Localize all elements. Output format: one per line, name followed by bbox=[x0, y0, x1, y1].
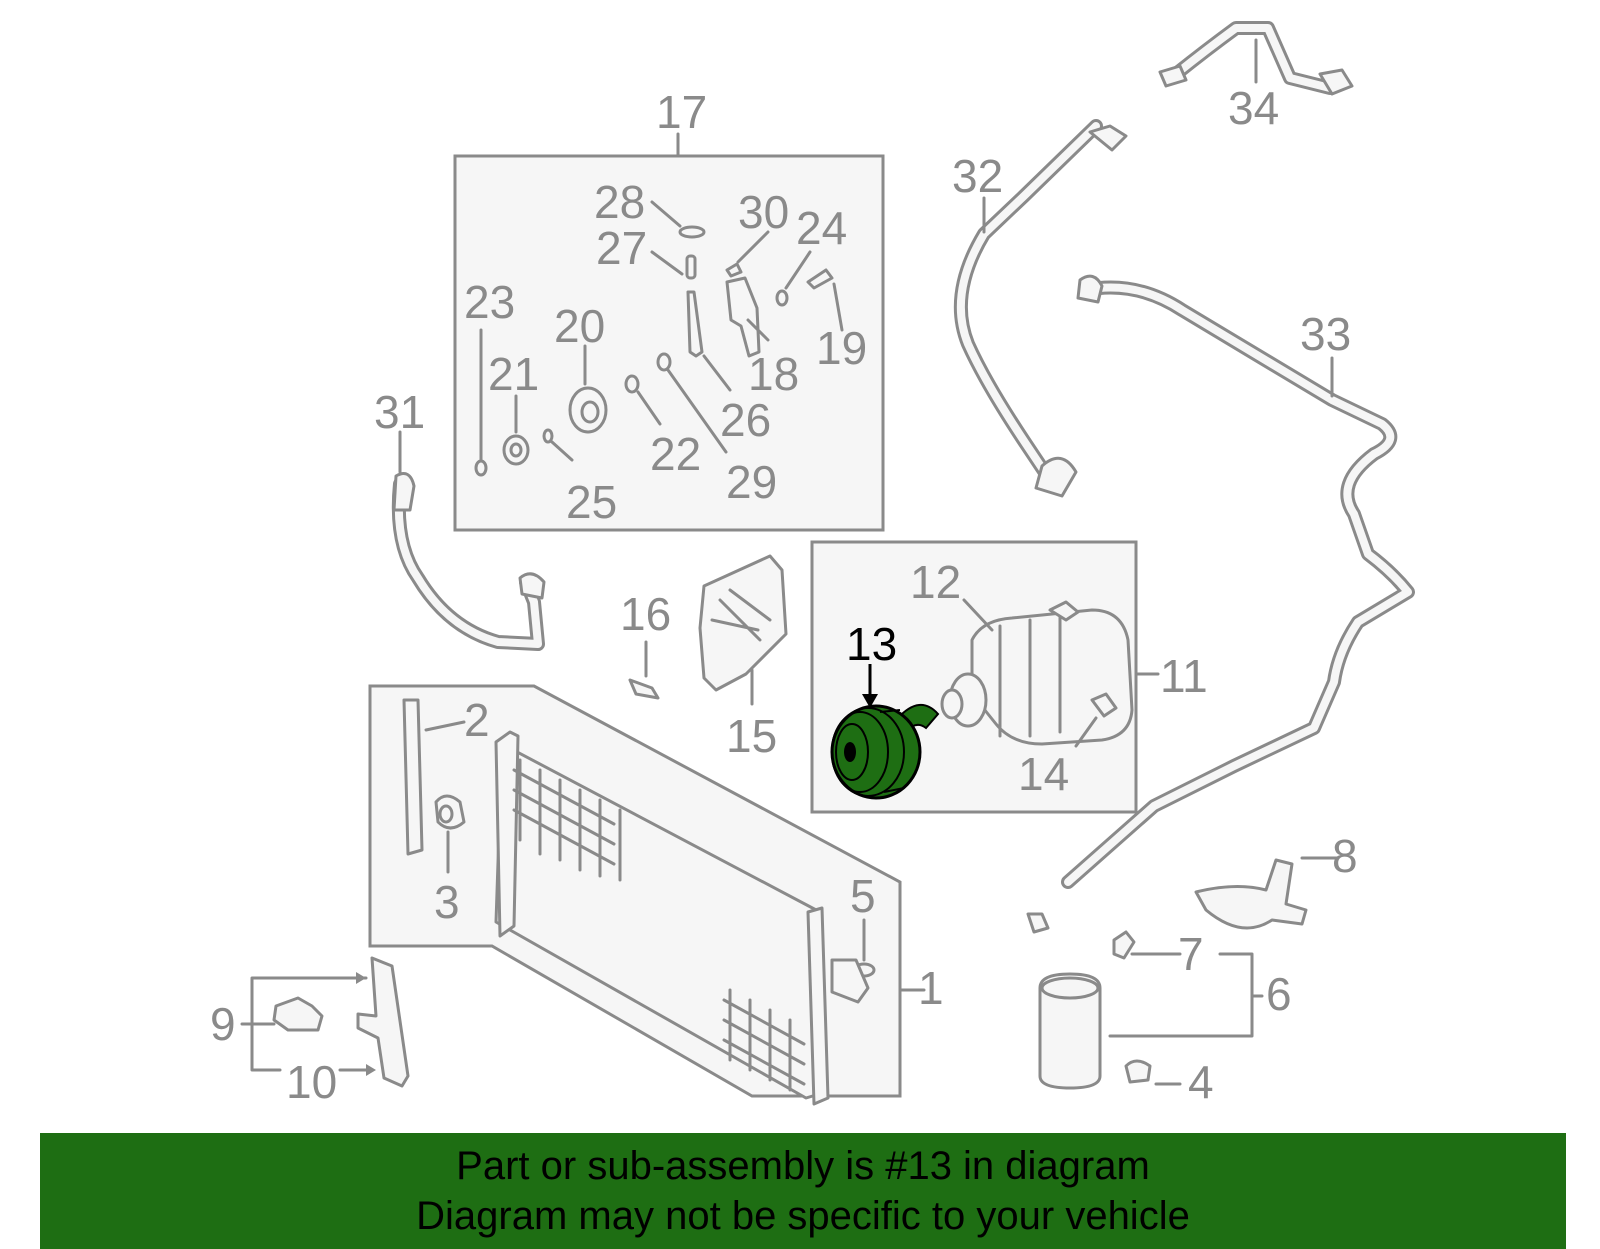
callout-labels: 1 2 3 4 5 6 7 8 9 10 11 12 13 14 15 16 1… bbox=[210, 82, 1358, 1108]
callout-25: 25 bbox=[566, 476, 617, 528]
suction-hose bbox=[953, 119, 1128, 498]
callout-29: 29 bbox=[726, 456, 777, 508]
callout-16: 16 bbox=[620, 588, 671, 640]
dryer-bracket bbox=[1194, 856, 1340, 930]
callout-17: 17 bbox=[656, 86, 707, 138]
pressure-line bbox=[1158, 21, 1354, 96]
condenser-bracket bbox=[240, 956, 410, 1088]
callout-20: 20 bbox=[554, 300, 605, 352]
callout-32: 32 bbox=[952, 150, 1003, 202]
callout-2: 2 bbox=[464, 694, 490, 746]
callout-23: 23 bbox=[464, 276, 515, 328]
callout-9: 9 bbox=[210, 998, 236, 1050]
callout-14: 14 bbox=[1018, 748, 1069, 800]
callout-4: 4 bbox=[1188, 1056, 1214, 1108]
banner-line-2: Diagram may not be specific to your vehi… bbox=[416, 1194, 1190, 1238]
callout-10: 10 bbox=[286, 1056, 337, 1108]
compressor-clutch-highlighted bbox=[830, 664, 940, 800]
callout-26: 26 bbox=[720, 394, 771, 446]
callout-6: 6 bbox=[1266, 968, 1292, 1020]
callout-18: 18 bbox=[748, 348, 799, 400]
parts-diagram: 1 2 3 4 5 6 7 8 9 10 11 12 13 14 15 16 1… bbox=[210, 21, 1415, 1108]
callout-13: 13 bbox=[846, 618, 897, 670]
seal-kit-parts bbox=[474, 200, 844, 477]
callout-12: 12 bbox=[910, 556, 961, 608]
callout-24: 24 bbox=[796, 202, 847, 254]
compressor-bracket bbox=[698, 554, 788, 706]
callout-5: 5 bbox=[850, 870, 876, 922]
callout-21: 21 bbox=[488, 348, 539, 400]
callout-27: 27 bbox=[596, 222, 647, 274]
pressure-switch bbox=[1074, 692, 1118, 748]
liquid-line bbox=[1026, 274, 1415, 934]
callout-31: 31 bbox=[374, 386, 425, 438]
part-info-banner: Part or sub-assembly is #13 in diagram D… bbox=[40, 1133, 1566, 1249]
callout-1: 1 bbox=[918, 962, 944, 1014]
callout-11: 11 bbox=[1160, 650, 1208, 702]
callout-19: 19 bbox=[816, 322, 867, 374]
discharge-hose bbox=[391, 430, 546, 651]
bracket-bolt bbox=[628, 640, 660, 700]
compressor bbox=[940, 598, 1134, 746]
callout-33: 33 bbox=[1300, 308, 1351, 360]
callout-3: 3 bbox=[434, 876, 460, 928]
receiver-dryer bbox=[1038, 930, 1264, 1090]
condenser-assembly bbox=[368, 684, 926, 1106]
callout-34: 34 bbox=[1228, 82, 1279, 134]
callout-30: 30 bbox=[738, 186, 789, 238]
banner-line-1: Part or sub-assembly is #13 in diagram bbox=[456, 1144, 1150, 1188]
callout-28: 28 bbox=[594, 176, 645, 228]
callout-15: 15 bbox=[726, 710, 777, 762]
callout-22: 22 bbox=[650, 428, 701, 480]
callout-7: 7 bbox=[1178, 928, 1204, 980]
callout-8: 8 bbox=[1332, 830, 1358, 882]
